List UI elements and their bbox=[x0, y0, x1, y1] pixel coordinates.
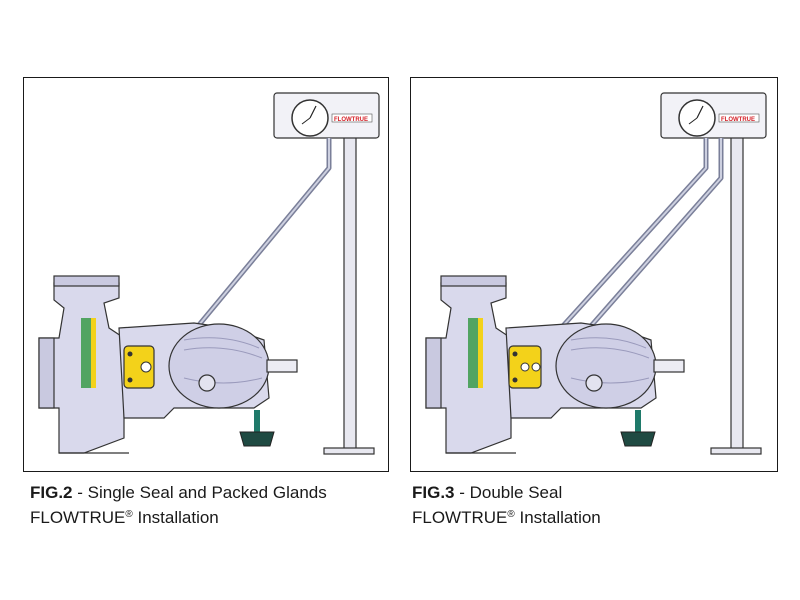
pump-foot-pad bbox=[620, 431, 656, 447]
seal-port-outlet bbox=[531, 362, 541, 372]
gauge-logo-plate bbox=[331, 113, 373, 123]
suction-flange bbox=[425, 337, 442, 409]
bearing-rib-3 bbox=[183, 377, 263, 384]
drain-plug bbox=[198, 374, 216, 392]
registered-mark: ® bbox=[507, 509, 515, 520]
gauge-logo-plate bbox=[718, 113, 760, 123]
discharge-flange bbox=[53, 275, 120, 287]
impeller-seal-strip bbox=[91, 318, 96, 388]
suction-flange bbox=[38, 337, 55, 409]
support-stand-base bbox=[710, 447, 762, 455]
seal-bolt-1 bbox=[127, 351, 133, 357]
bearing-rib-2 bbox=[570, 347, 650, 359]
gauge-needle bbox=[309, 105, 317, 119]
gauge-logo-text: FLOWTRUE bbox=[334, 117, 368, 123]
pump-foot-stem bbox=[635, 410, 641, 432]
figure-3-installation: Installation bbox=[514, 508, 601, 527]
figure-2-caption-line1: FIG.2 - Single Seal and Packed Glands bbox=[30, 482, 327, 504]
pump-bearing-housing bbox=[168, 323, 270, 409]
figure-2-brand: FLOWTRUE bbox=[30, 508, 126, 527]
figure-2-installation: Installation bbox=[132, 508, 219, 527]
support-stand-base bbox=[323, 447, 375, 455]
figure-3-caption-line1: FIG.3 - Double Seal bbox=[412, 482, 601, 504]
seal-port-inlet bbox=[520, 362, 530, 372]
seal-bolt-2 bbox=[512, 377, 518, 383]
figure-3-title: - Double Seal bbox=[454, 483, 563, 502]
mechanical-seal bbox=[123, 345, 155, 389]
figure-2-caption-line2: FLOWTRUE® Installation bbox=[30, 504, 327, 529]
pump-shaft bbox=[653, 359, 685, 373]
pump-foot-stem bbox=[254, 410, 260, 432]
support-stand-post bbox=[730, 117, 744, 454]
discharge-flange bbox=[440, 275, 507, 287]
figure-2-title: - Single Seal and Packed Glands bbox=[72, 483, 327, 502]
figure-3-brand: FLOWTRUE bbox=[412, 508, 508, 527]
figure-2-panel: FLOWTRUE bbox=[23, 77, 389, 472]
impeller-seal-strip bbox=[478, 318, 483, 388]
figure-3-diagram: FLOWTRUE bbox=[425, 92, 767, 455]
figure-3-label: FIG.3 bbox=[412, 483, 455, 502]
impeller-fluid-area bbox=[81, 318, 91, 388]
drain-plug bbox=[585, 374, 603, 392]
gauge-needle-2 bbox=[301, 117, 311, 125]
gauge-needle-2 bbox=[688, 117, 698, 125]
figure-2-caption: FIG.2 - Single Seal and Packed Glands FL… bbox=[30, 482, 327, 529]
pump-foot-pad bbox=[239, 431, 275, 447]
gauge-logo-text: FLOWTRUE bbox=[721, 117, 755, 123]
registered-mark: ® bbox=[125, 509, 133, 520]
figure-2-label: FIG.2 bbox=[30, 483, 73, 502]
pump-shaft bbox=[266, 359, 298, 373]
figure-2-diagram: FLOWTRUE bbox=[38, 92, 380, 455]
pump-bearing-housing bbox=[555, 323, 657, 409]
bearing-rib-2 bbox=[183, 347, 263, 359]
impeller-fluid-area bbox=[468, 318, 478, 388]
figure-3-caption: FIG.3 - Double Seal FLOWTRUE® Installati… bbox=[412, 482, 601, 529]
figure-3-caption-line2: FLOWTRUE® Installation bbox=[412, 504, 601, 529]
bearing-rib-1 bbox=[183, 337, 260, 349]
seal-port bbox=[140, 361, 152, 373]
bearing-rib-1 bbox=[570, 337, 647, 349]
seal-bolt-2 bbox=[127, 377, 133, 383]
support-stand-post bbox=[343, 117, 357, 454]
seal-bolt-1 bbox=[512, 351, 518, 357]
bearing-rib-3 bbox=[570, 377, 650, 384]
gauge-needle bbox=[696, 105, 704, 119]
figure-3-panel: FLOWTRUE bbox=[410, 77, 778, 472]
